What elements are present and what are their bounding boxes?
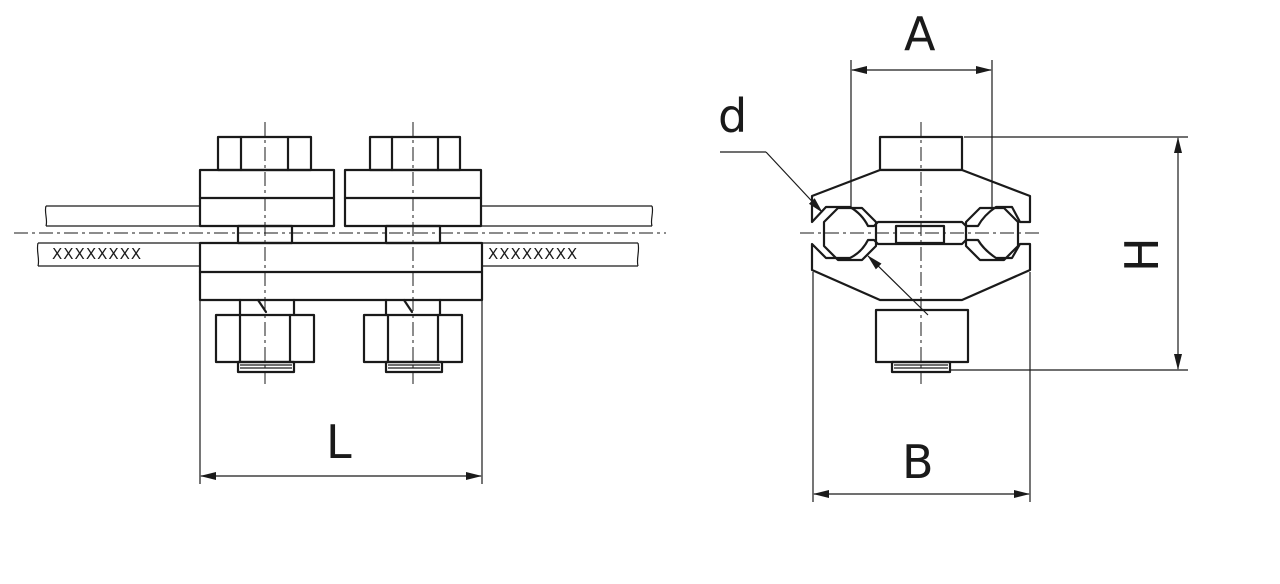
top-nut-left xyxy=(216,135,313,172)
cable-marking-right: XXXXXXXX xyxy=(488,245,578,263)
upper-cable xyxy=(44,205,654,227)
side-view: XXXXXXXX XXXXXXXX xyxy=(14,122,666,484)
dimension-label-l: L xyxy=(326,415,352,469)
cable-marking-left: XXXXXXXX xyxy=(52,245,142,263)
lower-cable: XXXXXXXX XXXXXXXX xyxy=(36,242,640,267)
front-bottom-nut xyxy=(874,308,970,364)
dimension-width-bottom: B xyxy=(812,272,1031,502)
top-nut-right xyxy=(368,135,462,172)
dimension-length: L xyxy=(199,300,483,484)
front-bolt-shank xyxy=(894,224,946,245)
dimension-label-d: d xyxy=(718,89,747,143)
dimension-label-a: A xyxy=(904,7,936,61)
dimension-height: H xyxy=(950,136,1188,371)
dimension-width-top: A xyxy=(850,7,993,208)
front-view: A B H d xyxy=(718,7,1188,502)
dimension-diameter: d xyxy=(718,89,929,316)
dimension-label-h: H xyxy=(1115,237,1169,272)
dimension-label-b: B xyxy=(902,435,934,489)
conductor-left-section xyxy=(822,206,878,262)
conductor-right-section xyxy=(964,206,1020,262)
